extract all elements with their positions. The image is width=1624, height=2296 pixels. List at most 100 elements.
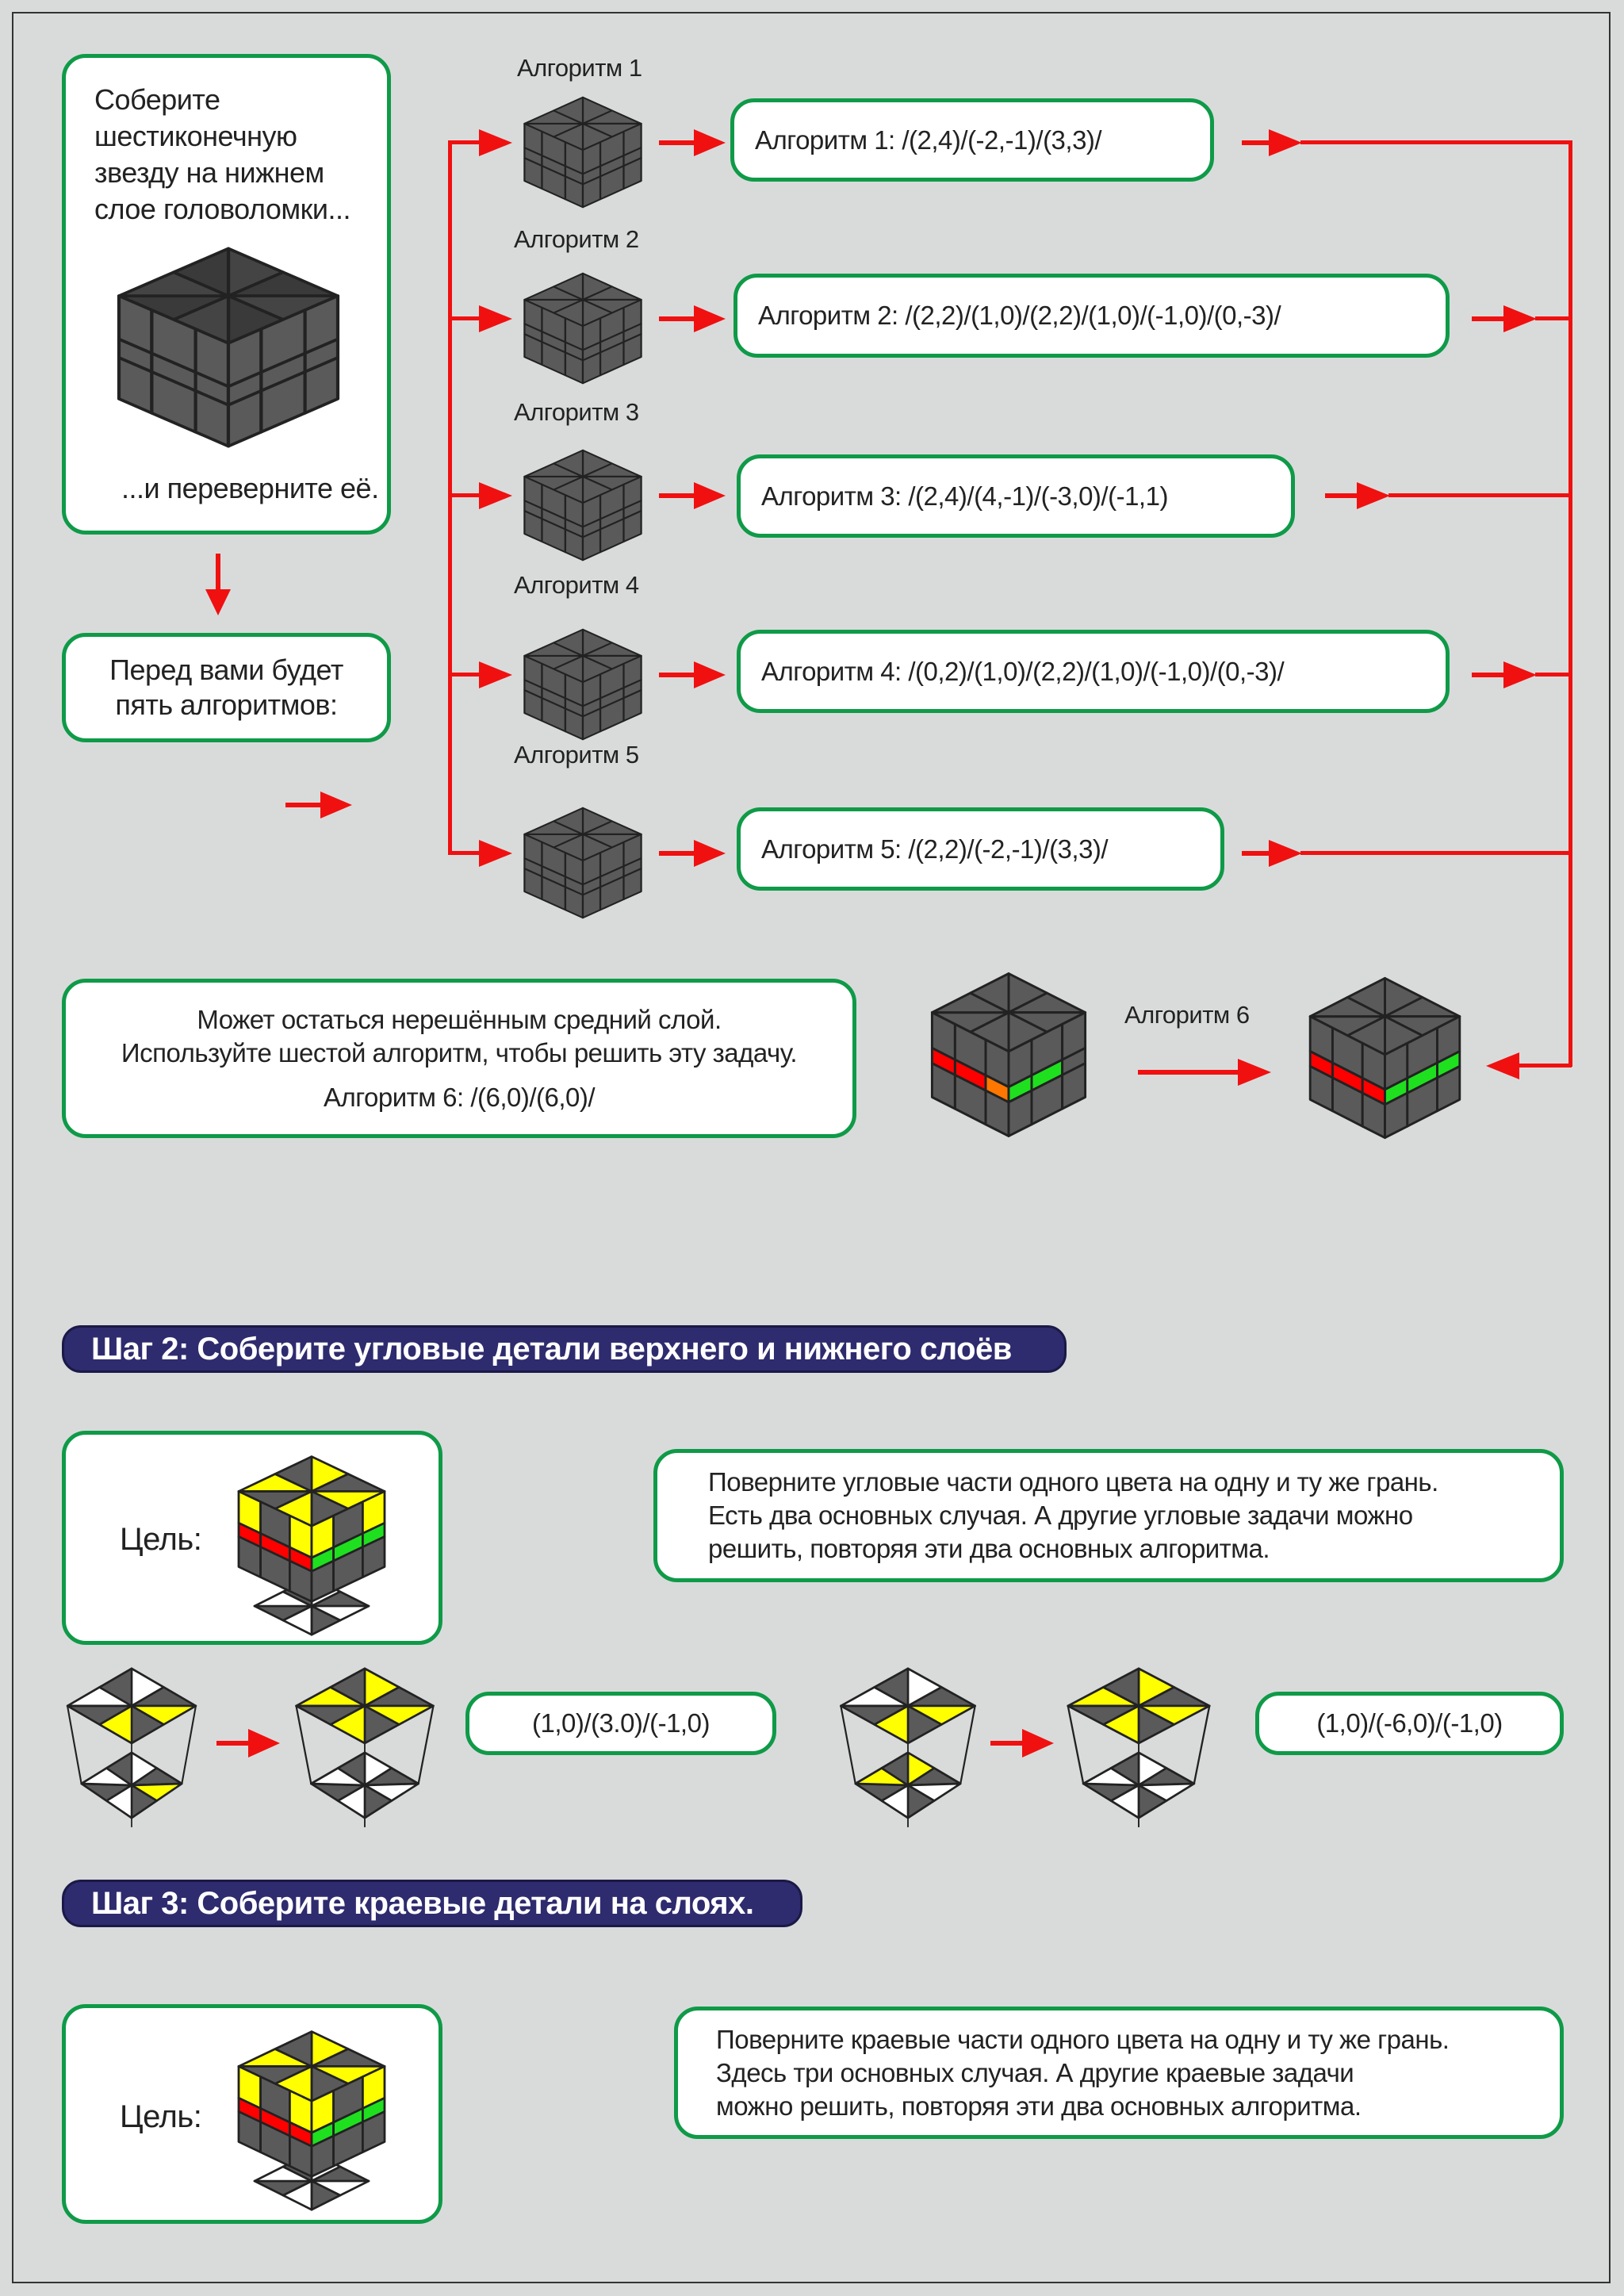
algorithm-text: Алгоритм 5: /(2,2)/(-2,-1)/(3,3)/ <box>761 834 1109 864</box>
middle-layer-line: Используйте шестой алгоритм, чтобы решит… <box>121 1037 798 1068</box>
corner-case-1-algorithm: (1,0)/(3.0)/(-1,0) <box>465 1692 776 1755</box>
goal-label: Цель: <box>120 1522 202 1557</box>
top-face-piece <box>553 807 584 835</box>
corner-case-2-algorithm: (1,0)/(-6,0)/(-1,0) <box>1255 1692 1564 1755</box>
algorithm-text: Алгоритм 4: /(0,2)/(1,0)/(2,2)/(1,0)/(-1… <box>761 656 1285 686</box>
algorithm-3-puzzle-image <box>519 446 646 565</box>
description-line: Поверните угловые части одного цвета на … <box>708 1467 1438 1497</box>
top-face-piece <box>274 2030 313 2068</box>
step-2-header: Шаг 2: Соберите угловые детали верхнего … <box>62 1325 1067 1373</box>
outline <box>840 1705 856 1784</box>
corner-case-1-after <box>290 1662 439 1827</box>
right-arrow-icon <box>1138 1059 1271 1086</box>
collector-connector <box>1300 140 1572 144</box>
top-face-piece <box>553 272 584 301</box>
algorithm-5-puzzle-image <box>519 803 646 922</box>
algorithm-6-label: Алгоритм 6 <box>1124 1001 1250 1029</box>
right-arrow-icon <box>1472 305 1537 332</box>
bottom-layer-piece <box>105 1751 133 1787</box>
right-arrow-icon <box>1325 482 1390 509</box>
right-arrow-icon <box>659 840 726 867</box>
middle-layer-box: Может остаться нерешённым средний слой. … <box>62 979 856 1138</box>
branch-connector <box>448 140 488 144</box>
right-arrow-icon <box>285 792 352 818</box>
top-layer-piece <box>98 1667 133 1708</box>
five-algorithms-note: Перед вами будет пять алгоритмов: <box>62 633 391 742</box>
unsolved-middle-cube-image <box>925 967 1092 1143</box>
step-3-header: Шаг 3: Соберите краевые детали на слоях. <box>62 1880 802 1927</box>
right-arrow-icon <box>1242 840 1302 867</box>
algorithm-title: Алгоритм 2 <box>514 225 639 253</box>
right-face-piece <box>622 689 642 723</box>
description-line: Поверните краевые части одного цвета на … <box>716 2024 1450 2054</box>
right-arrow-icon <box>659 482 726 509</box>
branch-connector <box>448 851 488 855</box>
branch-connector <box>448 316 488 320</box>
algorithm-3-box: Алгоритм 3: /(2,4)/(4,-1)/(-3,0)/(-1,1) <box>737 454 1295 538</box>
branch-line <box>448 140 452 854</box>
page-frame <box>12 12 1611 2283</box>
intro-line: шестиконечную <box>94 120 297 152</box>
intro-line: звезду на нижнем <box>94 156 324 189</box>
intro-line: Соберите <box>94 83 220 116</box>
top-layer-piece <box>873 1667 910 1708</box>
right-arrow-icon <box>1472 661 1537 688</box>
intro-footer: ...и переверните её. <box>121 472 379 504</box>
corner-case-2-after <box>1062 1662 1216 1827</box>
solved-middle-cube-image <box>1304 972 1466 1144</box>
intro-box: Соберите шестиконечную звезду на нижнем … <box>62 54 391 535</box>
algorithm-4-puzzle-image <box>519 625 646 744</box>
collector-connector <box>1535 316 1572 320</box>
right-face-piece <box>622 157 642 190</box>
right-arrow-icon <box>479 840 512 867</box>
algorithm-2-box: Алгоритм 2: /(2,2)/(1,0)/(2,2)/(1,0)/(-1… <box>733 274 1450 358</box>
top-face-piece <box>553 628 584 657</box>
step-3-title: Шаг 3: Соберите краевые детали на слоях. <box>91 1885 754 1921</box>
right-face-piece <box>303 356 340 415</box>
collector-connector <box>1300 851 1572 855</box>
algorithm-title: Алгоритм 3 <box>514 398 639 426</box>
branch-connector <box>448 493 488 497</box>
description-line: Есть два основных случая. А другие углов… <box>708 1501 1413 1530</box>
top-face-piece <box>274 1455 313 1493</box>
collector-line <box>1568 140 1572 1067</box>
top-layer-piece <box>329 1667 366 1708</box>
left-arrow-icon <box>1486 1052 1519 1079</box>
note-line: Перед вами будет <box>109 654 343 686</box>
right-arrow-icon <box>479 129 512 156</box>
description-line: Здесь три основных случая. А другие крае… <box>716 2057 1354 2087</box>
right-arrow-icon <box>659 305 726 332</box>
goal-cube-image <box>232 1451 391 1638</box>
algorithm-text: Алгоритм 3: /(2,4)/(4,-1)/(-3,0)/(-1,1) <box>761 481 1168 511</box>
top-face-piece <box>553 449 584 477</box>
branch-connector <box>448 673 488 677</box>
algorithm-text: Алгоритм 1: /(2,4)/(-2,-1)/(3,3)/ <box>755 125 1102 155</box>
step-2-description: Поверните угловые части одного цвета на … <box>653 1449 1564 1582</box>
algorithm-title: Алгоритм 1 <box>517 54 642 82</box>
top-face-piece <box>969 972 1010 1014</box>
top-face-piece <box>553 96 584 125</box>
collector-return-line <box>1507 1064 1572 1068</box>
right-face-piece <box>622 333 642 366</box>
bottom-layer-piece <box>880 1751 910 1787</box>
case-2-text: (1,0)/(-6,0)/(-1,0) <box>1316 1708 1503 1738</box>
bottom-layer-piece <box>336 1751 366 1787</box>
collector-connector <box>1388 493 1572 497</box>
goal-cube-image <box>232 2026 391 2213</box>
right-face-piece <box>361 1535 386 1579</box>
right-arrow-icon <box>479 305 512 332</box>
right-arrow-icon <box>1242 129 1302 156</box>
description-line: можно решить, повторяя эти два основных … <box>716 2091 1362 2121</box>
right-arrow-icon <box>216 1729 280 1757</box>
step-3-goal-box: Цель: <box>62 2004 442 2224</box>
outline <box>295 1705 312 1784</box>
top-layer-piece <box>1102 1667 1140 1708</box>
algorithm-6-text: Алгоритм 6: /(6,0)/(6,0)/ <box>323 1082 596 1112</box>
algorithm-4-box: Алгоритм 4: /(0,2)/(1,0)/(2,2)/(1,0)/(-1… <box>737 630 1450 713</box>
algorithm-title: Алгоритм 5 <box>514 741 639 769</box>
outline <box>959 1705 976 1784</box>
note-line: пять алгоритмов: <box>115 688 338 721</box>
right-arrow-icon <box>659 129 726 156</box>
right-face-piece <box>622 868 642 901</box>
right-face-piece <box>361 2110 386 2154</box>
